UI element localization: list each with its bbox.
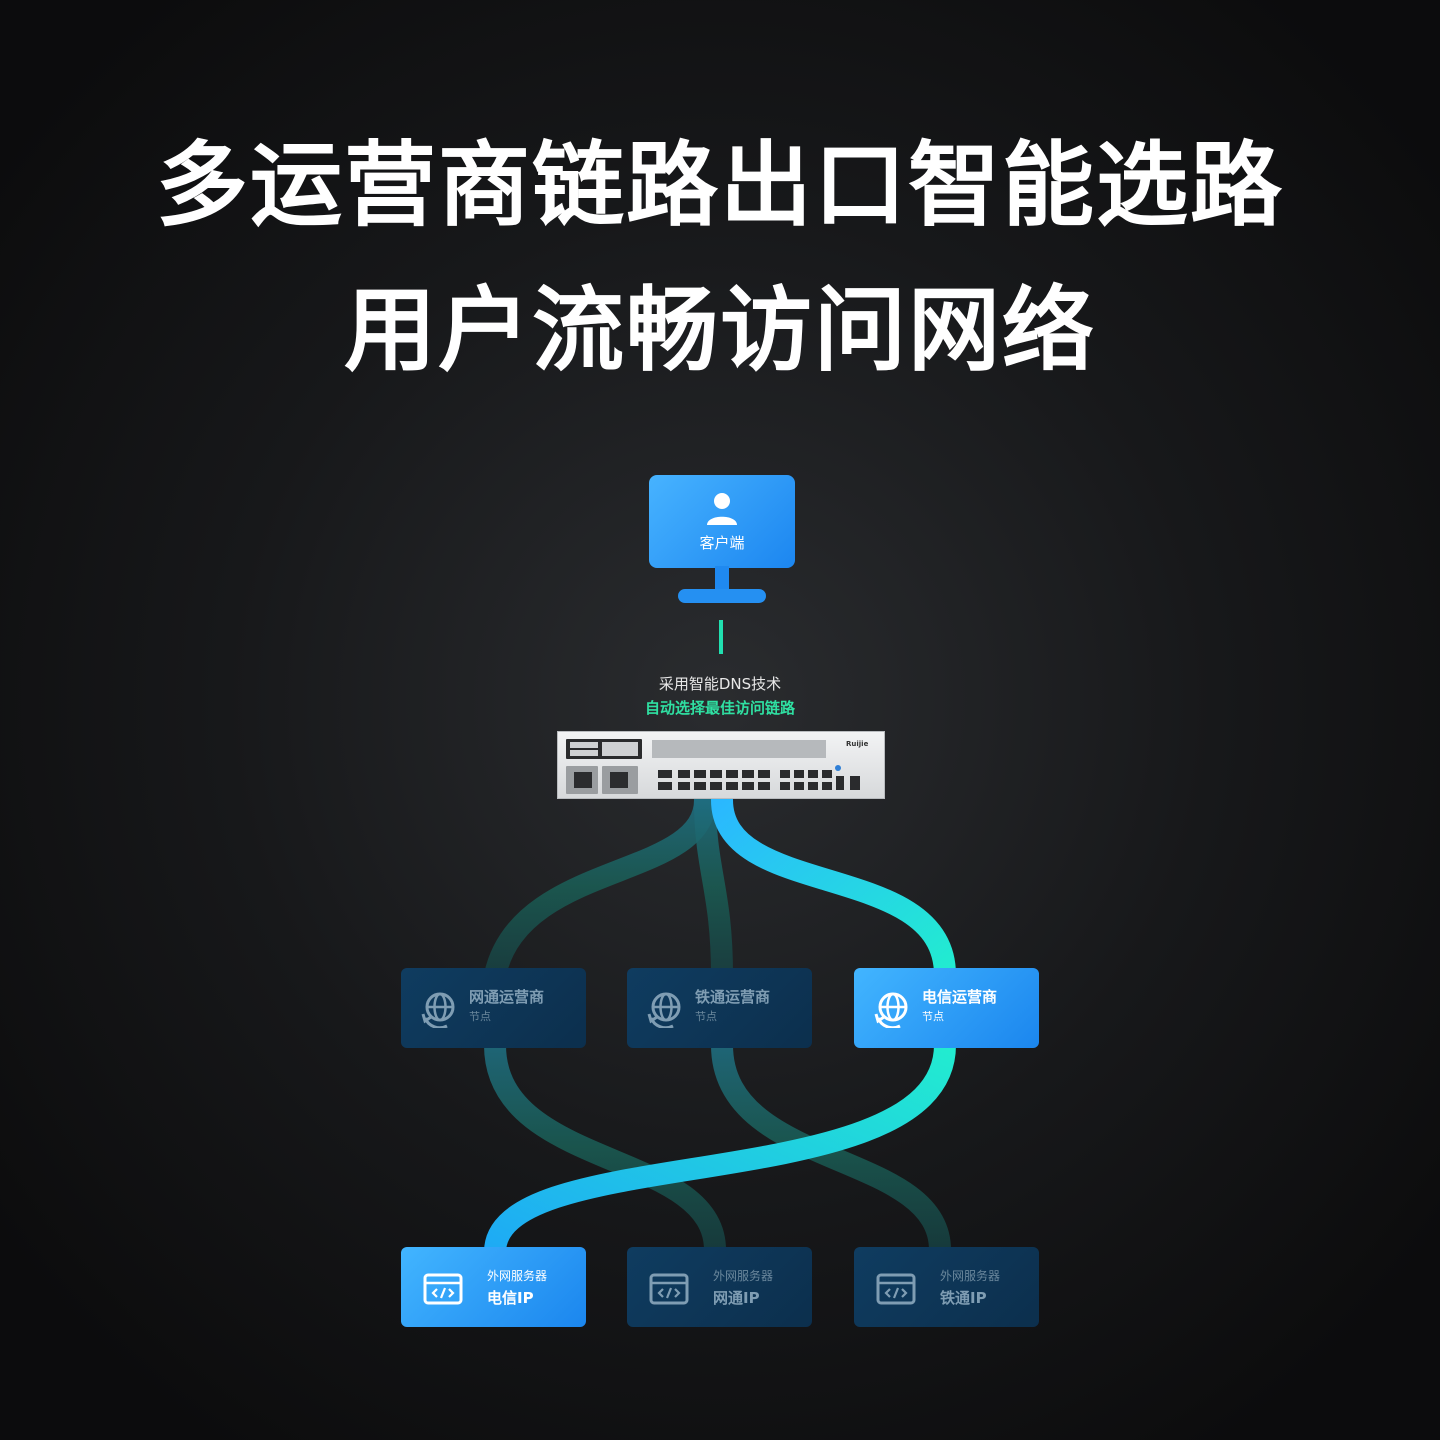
server-name: 铁通IP xyxy=(940,1289,987,1307)
dns-caption: 采用智能DNS技术 xyxy=(658,675,782,693)
server-sub: 外网服务器 xyxy=(940,1269,1001,1283)
server-name: 电信IP xyxy=(487,1289,534,1307)
isp-node-name: 铁通运营商 xyxy=(695,988,771,1006)
link-device-to-wangtong xyxy=(484,789,716,986)
isp-node-wangtong: 网通运营商 节点 xyxy=(401,968,586,1048)
globe-refresh-icon xyxy=(647,992,681,1028)
code-window-icon xyxy=(649,1273,689,1305)
server-sub: 外网服务器 xyxy=(713,1269,774,1283)
link-tietong-to-tietong-ip xyxy=(711,1034,951,1261)
isp-node-sub: 节点 xyxy=(469,1010,491,1023)
isp-node-sub: 节点 xyxy=(922,1010,944,1023)
gateway-device-icon xyxy=(566,739,860,794)
server-wangtong-ip: 外网服务器 网通IP xyxy=(627,1247,812,1327)
server-tietong-ip: 外网服务器 铁通IP xyxy=(854,1247,1039,1327)
gateway-device xyxy=(557,731,885,799)
isp-node-name: 网通运营商 xyxy=(469,988,545,1006)
dns-highlight: 自动选择最佳访问链路 xyxy=(644,699,795,717)
isp-node-sub: 节点 xyxy=(695,1010,717,1023)
monitor-stand xyxy=(715,566,729,592)
device-brand-logo: Ruijie xyxy=(846,740,869,748)
client-label: 客户端 xyxy=(699,534,745,552)
link-device-to-tietong xyxy=(694,789,733,986)
user-icon xyxy=(707,493,737,525)
client-connector xyxy=(719,620,723,654)
globe-refresh-icon xyxy=(421,992,455,1028)
page-title: 多运营商链路出口智能选路 xyxy=(155,132,1284,239)
code-window-icon xyxy=(423,1273,463,1305)
monitor-base xyxy=(678,589,766,603)
server-sub: 外网服务器 xyxy=(487,1269,548,1283)
link-device-to-dianxin xyxy=(711,789,956,986)
page-subtitle: 用户流畅访问网络 xyxy=(343,277,1096,384)
code-window-icon xyxy=(876,1273,916,1305)
link-wangtong-to-wangtong-ip xyxy=(484,1034,726,1261)
server-dianxin-ip: 外网服务器 电信IP xyxy=(401,1247,586,1327)
isp-node-name: 电信运营商 xyxy=(922,988,998,1006)
isp-node-dianxin: 电信运营商 节点 xyxy=(854,968,1039,1048)
link-dianxin-to-dianxin-ip xyxy=(484,1034,956,1263)
server-name: 网通IP xyxy=(713,1289,760,1307)
globe-refresh-icon xyxy=(874,992,908,1028)
isp-node-tietong: 铁通运营商 节点 xyxy=(627,968,812,1048)
